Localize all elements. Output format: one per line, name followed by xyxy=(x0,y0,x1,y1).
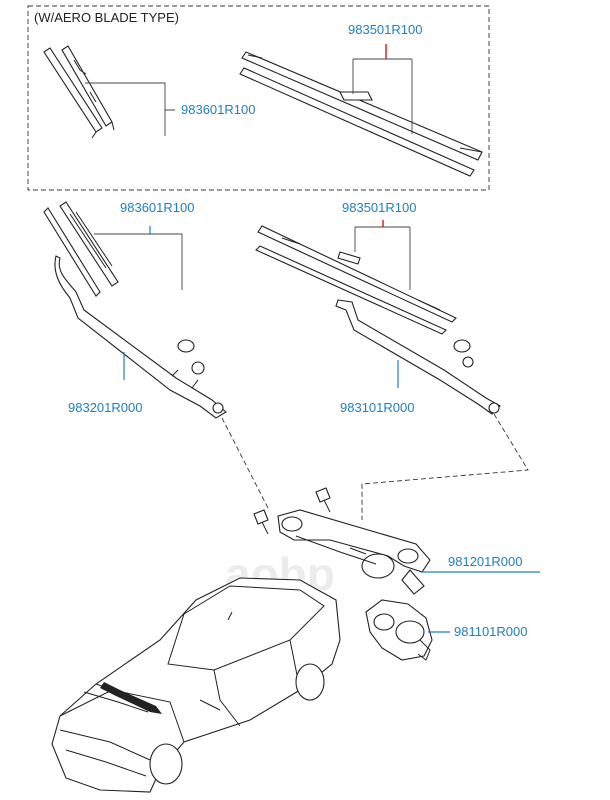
bolt-left[interactable] xyxy=(253,509,269,535)
left-blade[interactable] xyxy=(43,201,119,297)
aero-blade-title: (W/AERO BLADE TYPE) xyxy=(34,10,179,25)
left-blade-leader xyxy=(94,233,183,290)
right-arm-label[interactable]: 983101R000 xyxy=(340,400,414,415)
wiper-motor[interactable] xyxy=(365,599,433,661)
right-arm-cap xyxy=(453,339,471,353)
aero-blade-box xyxy=(27,5,490,191)
right-blade-leader xyxy=(354,226,411,290)
bolt-right[interactable] xyxy=(315,487,331,513)
aero-left-blade-label[interactable]: 983601R100 xyxy=(181,102,255,117)
right-arm-dash xyxy=(361,413,529,520)
right-arm-nut xyxy=(462,356,474,368)
aero-right-blade-label[interactable]: 983501R100 xyxy=(348,22,422,37)
right-arm[interactable] xyxy=(335,299,501,415)
right-blade-label[interactable]: 983501R100 xyxy=(342,200,416,215)
aero-right-blade[interactable] xyxy=(239,51,483,177)
left-arm-label[interactable]: 983201R000 xyxy=(68,400,142,415)
right-blade[interactable] xyxy=(255,225,457,335)
left-arm-cap xyxy=(177,339,195,353)
aero-right-blade-leader xyxy=(352,58,413,134)
aero-left-blade[interactable] xyxy=(43,45,115,139)
left-arm[interactable] xyxy=(54,255,227,419)
aero-left-blade-leader xyxy=(85,82,175,136)
wiper-linkage[interactable] xyxy=(277,509,431,595)
car-illustration xyxy=(51,577,341,793)
motor-label[interactable]: 981101R000 xyxy=(454,624,528,639)
left-blade-label[interactable]: 983601R100 xyxy=(120,200,194,215)
linkage-label[interactable]: 981201R000 xyxy=(448,554,522,569)
left-arm-dash xyxy=(221,417,269,509)
left-arm-nut xyxy=(191,361,205,375)
